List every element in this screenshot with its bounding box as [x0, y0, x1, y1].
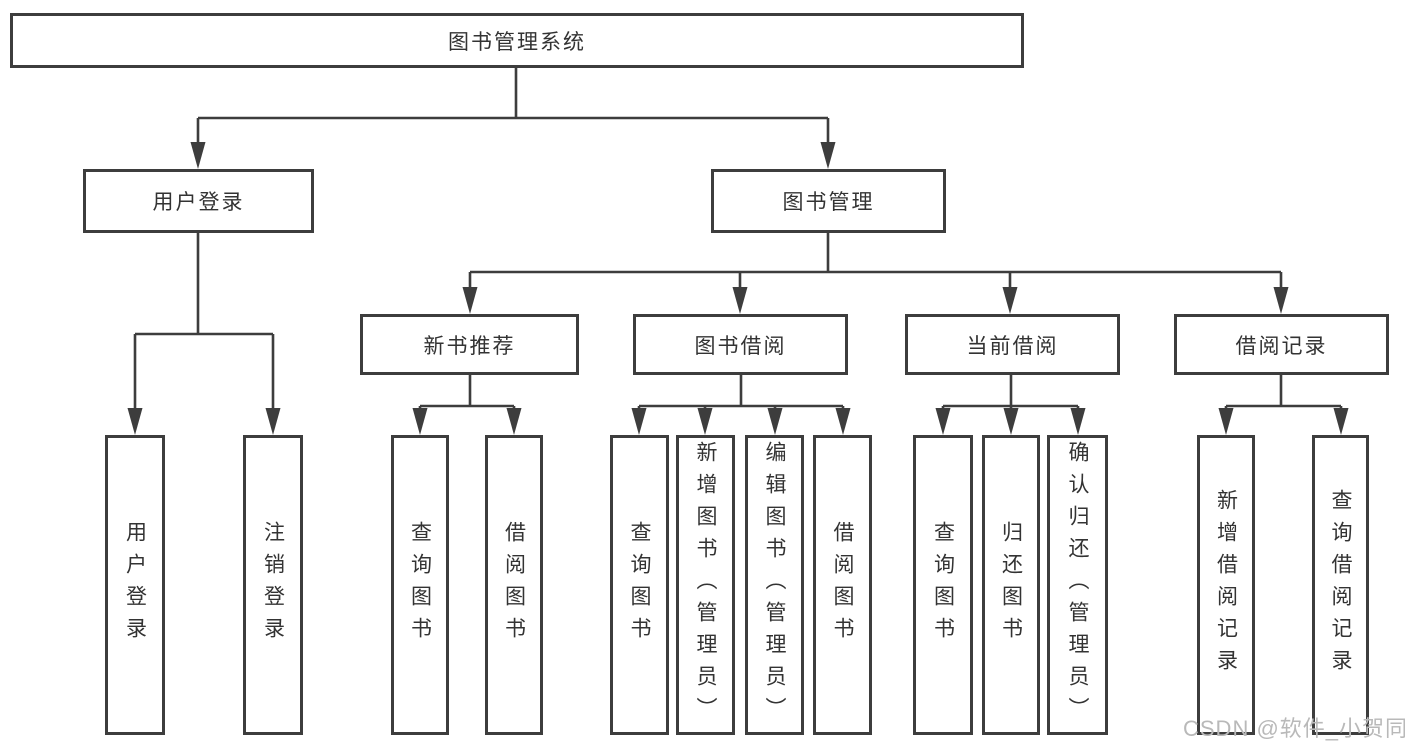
leaf-add-borrow-record: 新增借阅记录	[1197, 435, 1255, 735]
node-new-book-recommend: 新书推荐	[360, 314, 579, 375]
leaf-confirm-return-admin: 确认归还（管理员）	[1047, 435, 1108, 735]
node-label: 借阅图书	[502, 521, 527, 649]
csdn-watermark: CSDN @软件_小贺同学	[1183, 716, 1405, 741]
leaf-query-book-current: 查询图书	[913, 435, 973, 735]
leaf-borrow-book: 借阅图书	[813, 435, 872, 735]
node-label: 图书借阅	[694, 333, 787, 358]
leaf-query-book-recommend: 查询图书	[391, 435, 449, 735]
leaf-return-book: 归还图书	[982, 435, 1040, 735]
node-label: 编辑图书（管理员）	[763, 441, 787, 729]
node-label: 归还图书	[999, 521, 1024, 649]
leaf-query-book-borrowing: 查询图书	[610, 435, 669, 735]
leaf-add-book-admin: 新增图书（管理员）	[676, 435, 735, 735]
node-label: 图书管理	[782, 190, 875, 214]
node-label: 查询图书	[628, 521, 652, 649]
node-label: 图书管理系统	[448, 29, 586, 54]
node-library-management-system: 图书管理系统	[10, 13, 1024, 68]
node-label: 查询图书	[931, 521, 956, 649]
node-book-borrowing: 图书借阅	[633, 314, 848, 375]
node-current-borrowing: 当前借阅	[905, 314, 1120, 375]
node-label: 当前借阅	[966, 333, 1059, 358]
node-label: 借阅图书	[831, 521, 855, 649]
leaf-query-borrow-record: 查询借阅记录	[1312, 435, 1369, 735]
node-label: 注销登录	[261, 521, 286, 649]
node-book-management: 图书管理	[711, 169, 946, 233]
node-user-login: 用户登录	[83, 169, 314, 233]
node-label: 查询借阅记录	[1329, 489, 1353, 681]
leaf-borrow-book-recommend: 借阅图书	[485, 435, 543, 735]
node-label: 借阅记录	[1235, 333, 1328, 358]
leaf-user-login: 用户登录	[105, 435, 165, 735]
leaf-edit-book-admin: 编辑图书（管理员）	[745, 435, 804, 735]
leaf-logout: 注销登录	[243, 435, 303, 735]
node-label: 新增借阅记录	[1214, 489, 1239, 681]
node-label: 确认归还（管理员）	[1066, 441, 1090, 729]
node-borrowing-records: 借阅记录	[1174, 314, 1389, 375]
node-label: 查询图书	[408, 521, 433, 649]
node-label: 用户登录	[123, 521, 148, 649]
node-label: 用户登录	[152, 190, 245, 214]
node-label: 新书推荐	[423, 333, 516, 358]
node-label: 新增图书（管理员）	[694, 441, 718, 729]
